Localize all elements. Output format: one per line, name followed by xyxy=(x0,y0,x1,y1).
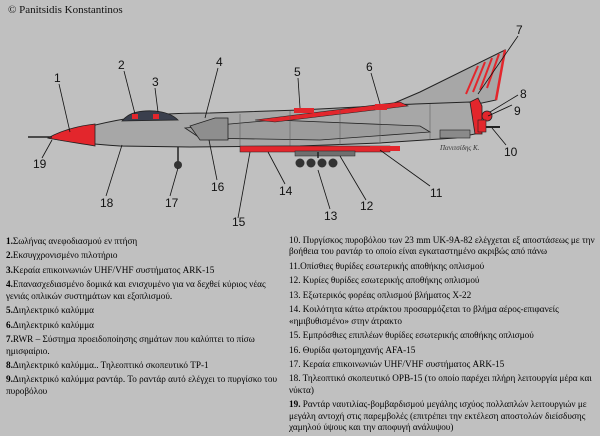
wing-leading-edge-red xyxy=(254,101,410,123)
dielectric-panel-5 xyxy=(294,108,314,113)
callout-2: 2 xyxy=(118,58,125,72)
callout-12: 12 xyxy=(360,199,374,213)
callout-1: 1 xyxy=(54,71,61,85)
callout-19: 19 xyxy=(33,157,47,171)
callout-17: 17 xyxy=(165,196,179,210)
tail-fin-stripes xyxy=(465,53,500,95)
nose-radome xyxy=(46,123,96,147)
note-8: 8.Διηλεκτρικό καλύμμα.. Τηλεοπτικό σκοπε… xyxy=(6,359,209,370)
x22-pylon xyxy=(294,150,356,157)
note-14: 14. Κοιλότητα κάτω ατράκτου προσαρμόζετα… xyxy=(289,304,559,326)
engine-nacelle xyxy=(439,129,471,139)
callout-10: 10 xyxy=(504,145,518,159)
note-13: 13. Εξωτερικός φορέας οπλισμού βλήματος … xyxy=(289,289,472,300)
tail-fin-leading-edge xyxy=(494,49,507,101)
note-17: 17. Κεραία επικοινωνιών UHF/VHF συστήματ… xyxy=(289,358,505,369)
note-15: 15. Εμπρόσθιες επιπλέων θυρίδες εσωτερικ… xyxy=(289,330,534,341)
canopy-frame-red xyxy=(132,114,138,119)
note-9: 9.Διηλεκτρικό καλύμμα ραντάρ. Το ραντάρ … xyxy=(6,374,277,396)
callout-14: 14 xyxy=(279,184,293,198)
callout-13: 13 xyxy=(324,209,338,223)
note-11: 11.Οπίσθιες θυρίδες εσωτερικής αποθήκης … xyxy=(289,260,485,271)
callout-8: 8 xyxy=(520,87,527,101)
callout-4: 4 xyxy=(216,55,223,69)
note-3: 3.Κεραία επικοινωνιών UHF/VHF συστήματος… xyxy=(6,264,215,275)
callout-7: 7 xyxy=(516,23,523,37)
diagram-canvas: © Panitsidis Konstantinos xyxy=(6,4,595,432)
note-12: 12. Κυρίες θυρίδες εσωτερικής αποθήκης ο… xyxy=(289,275,480,286)
nose-landing-gear xyxy=(174,147,182,169)
gun-turret xyxy=(477,119,487,133)
note-10: 10. Πυργίσκος πυροβόλου των 23 mm UK-9A-… xyxy=(289,235,595,257)
note-4: 4.Επανασχεδιασμένο δομικά και ενισχυμένο… xyxy=(6,279,266,301)
canopy-frame-red-2 xyxy=(153,114,159,119)
copyright-label: © Panitsidis Konstantinos xyxy=(8,4,123,16)
engine-intake xyxy=(189,117,229,141)
tail-radar-dome xyxy=(481,110,493,122)
leader-lines xyxy=(41,35,519,219)
callout-9: 9 xyxy=(514,104,521,118)
note-18: 18. Τηλεοπτικό σκοπευτικό OPB-15 (το οπο… xyxy=(289,373,592,395)
cockpit-canopy xyxy=(121,110,179,122)
rear-bay-doors xyxy=(370,146,400,151)
callout-15: 15 xyxy=(232,215,246,229)
notes-right-column: 10. Πυργίσκος πυροβόλου των 23 mm UK-9A-… xyxy=(289,235,595,436)
notes-left-column: 1.Σωλήνας ανεφοδιασμού εν πτήση 2.Εκσυγχ… xyxy=(6,236,282,400)
callout-18: 18 xyxy=(100,196,114,210)
callout-11: 11 xyxy=(430,186,443,200)
callout-6: 6 xyxy=(366,60,373,74)
note-16: 16. Θυρίδα φωτομηχανής AFA-15 xyxy=(289,344,416,355)
note-2: 2.Εκσυγχρονισμένο πιλοτήριο xyxy=(6,250,118,261)
tail-fin xyxy=(391,49,506,107)
note-5: 5.Διηλεκτρικό καλύμμα xyxy=(6,305,94,316)
panel-lines xyxy=(239,104,431,146)
note-19: 19. Ραντάρ ναυτιλίας-βομβαρδισμού μεγάλη… xyxy=(289,399,587,432)
artist-signature: Πανιτσίδης Κ. xyxy=(439,144,480,152)
note-7: 7.RWR – Σύστημα προειδοποίησης σημάτων π… xyxy=(6,334,255,356)
note-1: 1.Σωλήνας ανεφοδιασμού εν πτήση xyxy=(6,236,138,246)
dielectric-panel-6 xyxy=(375,104,387,110)
callout-3: 3 xyxy=(152,75,159,89)
callout-16: 16 xyxy=(211,180,225,194)
aircraft-side-view: 1 2 3 4 5 6 7 8 9 10 11 12 13 14 15 16 1… xyxy=(28,23,527,229)
note-6: 6.Διηλεκτρικό καλύμμα xyxy=(6,319,94,330)
main-landing-gear xyxy=(295,152,338,168)
callout-5: 5 xyxy=(294,65,301,79)
